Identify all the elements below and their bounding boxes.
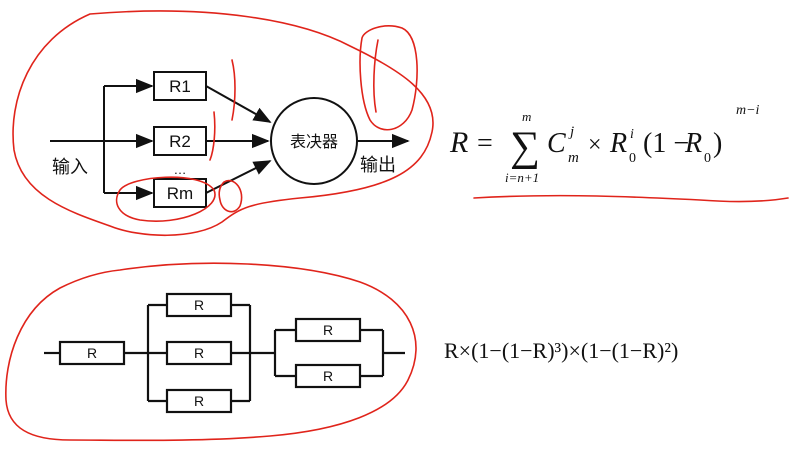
annotation-tick-1: [231, 59, 236, 121]
sum-upper: m: [522, 109, 531, 124]
series-parallel-labels: R R R R R R: [87, 297, 333, 409]
resistor-p1-top: [165, 292, 233, 318]
r0-sup: i: [630, 127, 634, 142]
paren-open: (1 −: [643, 128, 689, 159]
voter-labels: R1 R2 Rm … 表决器 输入 输出: [52, 77, 396, 203]
annotation-circle-small: [218, 179, 243, 213]
formula-times: ×: [588, 132, 602, 158]
resistor-label: R: [323, 368, 333, 384]
input-label: 输入: [52, 157, 88, 178]
resistor-series: [58, 340, 126, 366]
series-parallel-diagram: [44, 292, 405, 414]
combination-c: C: [547, 128, 566, 159]
resistor-label: R: [323, 322, 333, 338]
annotation-stroke-output: [373, 39, 379, 113]
annotation-loop-top: [12, 10, 434, 237]
combination-sub: m: [568, 150, 579, 166]
formula-voter-reliability: R = ∑ m i=n+1 C j m × R i 0 (1 − R 0 ) m…: [449, 103, 760, 185]
block-rm: [153, 178, 207, 208]
resistor-label: R: [87, 345, 97, 361]
r0-sub: 0: [629, 151, 636, 166]
resistor-p1-bottom: [165, 388, 233, 414]
output-label: 输出: [360, 155, 396, 176]
formula-series-parallel: R×(1−(1−R)³)×(1−(1−R)²): [444, 338, 678, 363]
formula-lhs: R: [449, 126, 468, 159]
resistor-p1-mid: [165, 340, 233, 366]
formula-exponent: m−i: [736, 103, 760, 118]
sum-symbol: ∑: [510, 124, 540, 170]
resistor-label: R: [194, 297, 204, 313]
annotation-loop-bottom: [5, 262, 417, 442]
ellipsis: …: [174, 162, 187, 177]
paren-close: ): [713, 128, 722, 159]
voter-label: 表决器: [290, 132, 338, 151]
annotation-circle-rm: [115, 176, 216, 222]
r0b-sub: 0: [704, 151, 711, 166]
voter-system-diagram: [50, 71, 410, 208]
combination-sup: j: [568, 124, 574, 140]
block-r1-label: R1: [169, 77, 191, 96]
sum-lower: i=n+1: [505, 170, 539, 185]
link-r1-voter: [205, 85, 272, 123]
annotation-tick-2: [209, 111, 216, 161]
resistor-p2-top: [294, 317, 362, 343]
resistor-label: R: [194, 393, 204, 409]
red-annotations: [5, 10, 789, 442]
block-rm-label: Rm: [167, 184, 193, 203]
resistor-p2-bottom: [294, 363, 362, 389]
r0b-symbol: R: [684, 128, 702, 159]
block-r2-label: R2: [169, 132, 191, 151]
link-rm-voter: [205, 160, 272, 194]
formula-eq: =: [477, 128, 493, 159]
resistor-label: R: [194, 345, 204, 361]
annotation-loop-output: [359, 25, 418, 131]
annotation-underline: [473, 194, 789, 203]
r0-symbol: R: [609, 128, 627, 159]
